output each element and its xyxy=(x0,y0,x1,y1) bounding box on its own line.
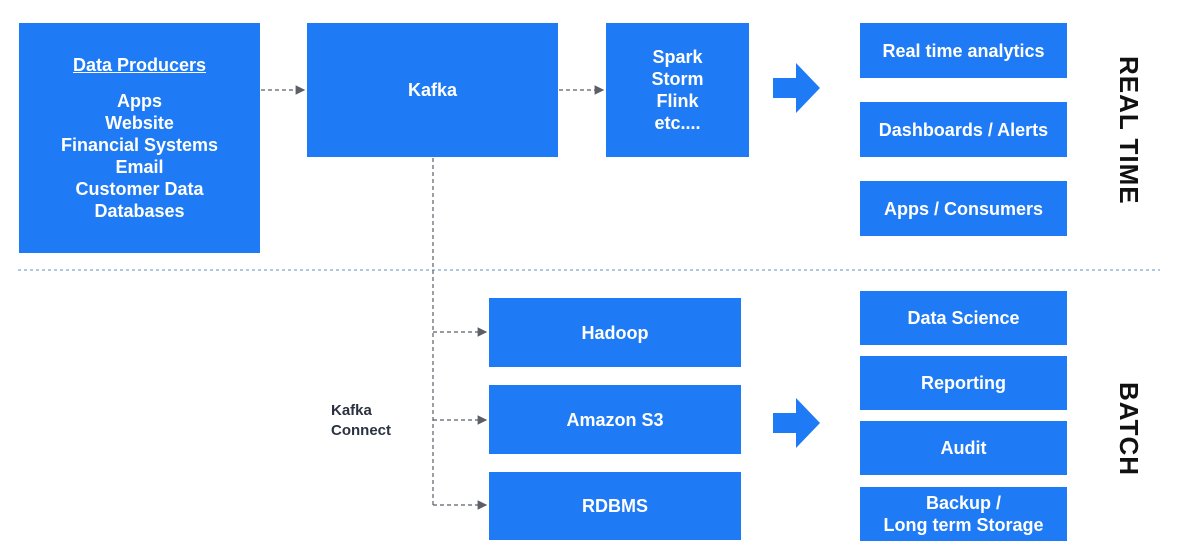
section-label-realtime: REAL TIME xyxy=(1114,56,1144,205)
kafka-connect-label: Kafka Connect xyxy=(331,401,391,441)
stream-processors-box: Spark Storm Flink etc.... xyxy=(606,23,749,157)
batch-output-backup: Backup / Long term Storage xyxy=(860,487,1067,541)
realtime-output-apps: Apps / Consumers xyxy=(860,181,1067,236)
processor-item-storm: Storm xyxy=(651,69,704,89)
batch-output-audit-label: Audit xyxy=(940,438,987,458)
processor-item-flink: Flink xyxy=(656,91,699,111)
realtime-output-dashboards-label: Dashboards / Alerts xyxy=(878,119,1049,140)
batch-output-data-science: Data Science xyxy=(860,291,1067,345)
data-producers-title: Data Producers xyxy=(72,55,207,75)
data-producers-box: Data Producers Apps Website Financial Sy… xyxy=(19,23,260,253)
producer-item-apps: Apps xyxy=(117,91,162,111)
kafka-label: Kafka xyxy=(407,80,458,100)
realtime-output-analytics: Real time analytics xyxy=(860,23,1067,78)
batch-output-audit: Audit xyxy=(860,421,1067,475)
batch-store-rdbms-label: RDBMS xyxy=(582,496,648,516)
batch-output-backup-line2: Long term Storage xyxy=(883,515,1044,535)
batch-store-hadoop-label: Hadoop xyxy=(581,322,649,343)
producer-item-website: Website xyxy=(105,113,174,133)
right-block-arrow-icon xyxy=(773,63,820,113)
producer-item-customer-data: Customer Data xyxy=(75,179,204,199)
right-block-arrow-icon xyxy=(773,398,820,448)
kafka-box: Kafka xyxy=(307,23,558,157)
batch-store-amazon-s3-label: Amazon S3 xyxy=(566,409,664,430)
kafka-connect-line2: Connect xyxy=(331,422,391,439)
batch-output-data-science-label: Data Science xyxy=(907,308,1020,328)
producer-item-databases: Databases xyxy=(94,201,185,221)
batch-store-rdbms: RDBMS xyxy=(489,472,741,540)
processor-item-etc: etc.... xyxy=(654,113,701,133)
batch-store-hadoop: Hadoop xyxy=(489,298,741,367)
realtime-output-apps-label: Apps / Consumers xyxy=(883,198,1044,219)
batch-output-reporting: Reporting xyxy=(860,356,1067,410)
producer-item-financial-systems: Financial Systems xyxy=(60,135,219,155)
batch-store-amazon-s3: Amazon S3 xyxy=(489,385,741,454)
kafka-connect-line1: Kafka xyxy=(331,402,372,419)
realtime-output-dashboards: Dashboards / Alerts xyxy=(860,102,1067,157)
processor-item-spark: Spark xyxy=(652,47,703,67)
realtime-output-analytics-label: Real time analytics xyxy=(882,40,1045,61)
producer-item-email: Email xyxy=(115,157,164,177)
batch-output-reporting-label: Reporting xyxy=(921,373,1006,393)
batch-output-backup-line1: Backup / xyxy=(925,493,1002,513)
section-label-batch: BATCH xyxy=(1114,382,1144,477)
